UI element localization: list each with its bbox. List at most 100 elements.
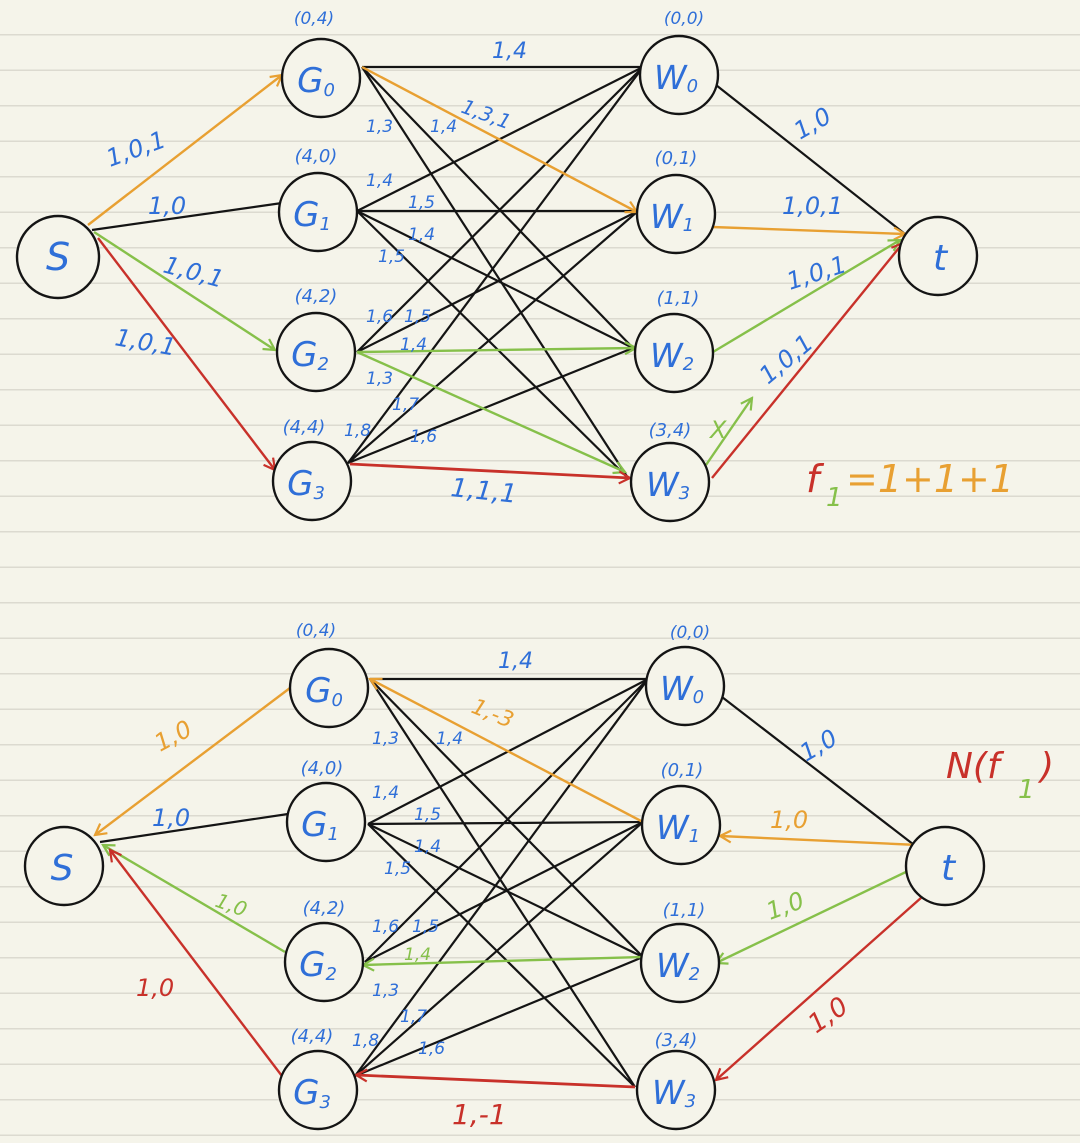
label-g1-b: 1,5: [408, 193, 435, 213]
coord-g2: (4,2): [295, 286, 338, 307]
label-g2-d: 1,3: [366, 369, 393, 389]
svg-text:): ): [1037, 746, 1054, 787]
crossing-edges: [99, 677, 919, 1088]
label-w3-cross: X: [708, 416, 727, 444]
node-g1: G1 (4,0): [277, 146, 359, 253]
label-g3-a: 1,8: [352, 1031, 379, 1051]
edge-g0-w2: [361, 66, 634, 349]
edge-g2-w1: [364, 821, 644, 963]
label-g2-s: 1,0: [212, 888, 250, 921]
node-t: t: [897, 215, 979, 297]
coord-w3: (3,4): [655, 1030, 698, 1051]
svg-text:G0: G0: [297, 61, 335, 101]
label-g3-a: 1,8: [344, 421, 371, 441]
svg-text:t: t: [941, 848, 957, 889]
edge-g2-w1: [356, 210, 639, 353]
label-g3-c: 1,6: [410, 427, 437, 447]
edge-g3-w1: [354, 821, 644, 1077]
edge-t-w1: [720, 836, 919, 847]
svg-text:=1+1+1: =1+1+1: [846, 457, 1014, 501]
node-w3: W3 (3,4): [635, 1030, 717, 1131]
edge-w3-t: [711, 243, 903, 479]
edge-s-g0: [87, 75, 282, 226]
svg-text:G2: G2: [299, 945, 337, 985]
edge-w2-t: [712, 240, 900, 354]
edge-g0-s: [95, 687, 291, 835]
node-g3: G3 (4,4): [277, 1026, 359, 1131]
label-w3-g3: 1,-1: [452, 1098, 507, 1131]
edge-g3-w1: [347, 210, 639, 464]
label-g1-c: 1,4: [414, 837, 441, 857]
coord-w0: (0,0): [670, 623, 710, 643]
label-t-w3: 1,0: [803, 991, 854, 1039]
label-g2-b: 1,5: [412, 917, 439, 937]
node-g0: G0 (0,4): [280, 9, 362, 119]
edge-g2-w3: [356, 350, 625, 472]
label-g0-a: 1,3: [372, 729, 399, 749]
label-g3-s: 1,0: [136, 974, 174, 1002]
node-w0: W0 (0,0): [644, 623, 726, 727]
svg-text:G2: G2: [291, 335, 329, 375]
node-w2: W2 (1,1): [633, 288, 715, 394]
coord-g2: (4,2): [303, 898, 346, 919]
edge-g2-w2: [356, 348, 636, 352]
svg-text:W2: W2: [656, 946, 700, 985]
edge-t-w2: [716, 868, 911, 963]
coord-g1: (4,0): [301, 758, 344, 779]
edge-s-g2: [93, 230, 275, 350]
label-g2-c: 1,4: [400, 335, 427, 355]
label-g1-a: 1,4: [372, 783, 399, 803]
svg-text:1: 1: [826, 483, 843, 513]
node-w1: W1 (0,1): [640, 760, 722, 866]
label-g1-d: 1,5: [384, 859, 411, 879]
edge-w0-t: [715, 84, 911, 239]
crossing-edges: [91, 65, 911, 479]
coord-g3: (4,4): [283, 417, 326, 438]
graph-bottom: S G0 (0,4) G1 (4,0) G2 (4,2) G3 (4,4) W0…: [23, 621, 1054, 1131]
svg-text:W1: W1: [656, 808, 700, 847]
coord-w2: (1,1): [663, 900, 706, 921]
label-w0-t: 1,0: [789, 102, 836, 145]
coord-w2: (1,1): [657, 288, 700, 309]
label-t-w1: 1,0: [770, 806, 808, 834]
label-g0-w1: 1,3,1: [458, 94, 514, 134]
edge-g0-w2: [369, 678, 644, 958]
label-g1-c: 1,4: [408, 225, 435, 245]
graph-top: S G0 (0,4) G1 (4,0) G2 (4,2) G3 (4,4) W0…: [15, 9, 1014, 523]
edge-g3-s: [110, 850, 286, 1081]
svg-text:W3: W3: [646, 465, 690, 504]
edge-s-g1: [91, 201, 283, 232]
node-t: t: [904, 825, 986, 907]
edge-g3-w2: [354, 955, 644, 1078]
edge-w2-g2: [363, 955, 644, 965]
edge-g2-w0: [364, 678, 649, 963]
svg-text:G0: G0: [305, 671, 343, 711]
edge-g1-w3: [367, 823, 636, 1088]
edge-g3-w2: [347, 346, 634, 465]
edge-w3-t-green: [705, 398, 752, 466]
label-w1-g0: 1,-3: [468, 694, 517, 733]
edge-w3-g3: [356, 1075, 636, 1089]
label-s-g2: 1,0,1: [160, 251, 226, 294]
edge-g2-w0: [356, 66, 644, 353]
label-g3-b: 1,7: [400, 1007, 427, 1027]
edge-g1-w2: [356, 210, 634, 349]
node-w1: W1 (0,1): [635, 148, 717, 255]
coord-w1: (0,1): [655, 148, 698, 169]
svg-text:S: S: [51, 848, 74, 889]
label-g2-a: 1,6: [366, 307, 393, 327]
svg-text:G3: G3: [293, 1073, 331, 1113]
svg-text:1: 1: [1018, 775, 1035, 805]
label-g2-c: 1,4: [404, 945, 431, 965]
coord-g0: (0,4): [296, 621, 336, 641]
svg-text:f: f: [806, 457, 825, 501]
label-g0-b: 1,4: [436, 729, 463, 749]
svg-text:W0: W0: [654, 58, 698, 97]
edge-g1-w3: [356, 210, 629, 479]
label-g0-a: 1,3: [366, 117, 393, 137]
svg-text:G1: G1: [301, 805, 339, 845]
coord-g3: (4,4): [291, 1026, 334, 1047]
edge-g1-s: [99, 812, 289, 844]
label-g0-w0: 1,4: [498, 649, 533, 674]
